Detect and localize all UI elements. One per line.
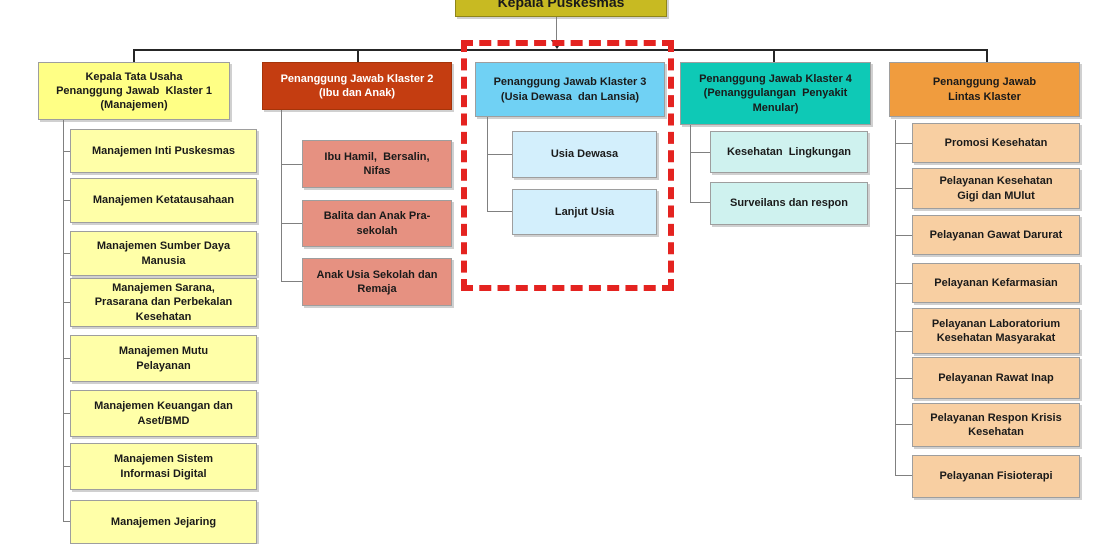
connector-line [895, 143, 912, 144]
org-node: Lanjut Usia [512, 189, 657, 235]
connector-line [63, 358, 70, 359]
cluster-header-label: Penanggung Jawab Klaster 2 (Ibu dan Anak… [280, 72, 434, 99]
org-node-label: Manajemen Sarana, Prasarana dan Perbekal… [94, 282, 233, 323]
org-node: Pelayanan Kefarmasian [912, 263, 1080, 303]
org-node: Manajemen Jejaring [70, 500, 257, 544]
connector-line [133, 49, 135, 62]
org-node-label: Pelayanan Laboratorium Kesehatan Masyara… [931, 317, 1061, 344]
org-node: Promosi Kesehatan [912, 123, 1080, 163]
org-node: Kesehatan Lingkungan [710, 131, 868, 173]
cluster-header-klaster-3: Penanggung Jawab Klaster 3 (Usia Dewasa … [475, 62, 665, 117]
org-node: Manajemen Inti Puskesmas [70, 129, 257, 173]
connector-line [895, 283, 912, 284]
org-node: Usia Dewasa [512, 131, 657, 178]
connector-line [63, 253, 70, 254]
org-node-label: Manajemen Mutu Pelayanan [118, 345, 209, 372]
org-node-label: Manajemen Ketatausahaan [92, 194, 235, 207]
highlight-dashed-border [461, 40, 674, 291]
org-node-label: Manajemen Inti Puskesmas [91, 144, 236, 157]
connector-line [487, 117, 488, 212]
org-node-label: Manajemen Sumber Daya Manusia [96, 240, 231, 267]
connector-line [895, 331, 912, 332]
connector-line [281, 110, 282, 282]
connector-line [773, 49, 775, 62]
cluster-header-klaster-1: Kepala Tata Usaha Penanggung Jawab Klast… [38, 62, 230, 120]
org-node-label: Pelayanan Kesehatan Gigi dan MUlut [939, 175, 1053, 202]
org-node-label: Pelayanan Kefarmasian [934, 276, 1058, 289]
connector-line [63, 521, 70, 522]
cluster-header-label: Kepala Tata Usaha Penanggung Jawab Klast… [56, 70, 212, 112]
org-node: Pelayanan Laboratorium Kesehatan Masyara… [912, 308, 1080, 354]
connector-line [487, 211, 512, 212]
connector-line [690, 202, 710, 203]
org-node: Manajemen Mutu Pelayanan [70, 335, 257, 382]
org-node-label: Manajemen Jejaring [110, 515, 217, 528]
connector-line [690, 125, 691, 203]
connector-line [357, 49, 359, 62]
connector-line [556, 17, 557, 41]
org-node: Balita dan Anak Pra- sekolah [302, 200, 452, 247]
connector-line [895, 424, 912, 425]
org-node: Pelayanan Gawat Darurat [912, 215, 1080, 255]
connector-line [281, 281, 302, 282]
org-node-label: Pelayanan Gawat Darurat [929, 228, 1063, 241]
org-node-label: Lanjut Usia [554, 205, 615, 218]
org-node: Manajemen Keuangan dan Aset/BMD [70, 390, 257, 437]
connector-line [63, 120, 64, 522]
org-node-label: Promosi Kesehatan [944, 136, 1048, 149]
connector-line [63, 466, 70, 467]
cluster-header-klaster-2: Penanggung Jawab Klaster 2 (Ibu dan Anak… [262, 62, 452, 110]
connector-line [487, 154, 512, 155]
root-node-label: Kepala Puskesmas [497, 0, 625, 10]
connector-line [63, 413, 70, 414]
org-node-label: Anak Usia Sekolah dan Remaja [316, 268, 438, 295]
org-node-label: Surveilans dan respon [730, 197, 848, 210]
connector-line [63, 151, 70, 152]
org-node-label: Pelayanan Rawat Inap [938, 371, 1054, 384]
org-node-label: Usia Dewasa [550, 148, 619, 161]
cluster-header-klaster-4: Penanggung Jawab Klaster 4 (Penanggulang… [680, 62, 871, 125]
connector-line [895, 120, 896, 476]
org-node: Ibu Hamil, Bersalin, Nifas [302, 140, 452, 188]
org-node-label: Balita dan Anak Pra- sekolah [323, 210, 431, 237]
connector-line [63, 302, 70, 303]
cluster-header-lintas-klaster: Penanggung Jawab Lintas Klaster [889, 62, 1080, 117]
org-node-label: Ibu Hamil, Bersalin, Nifas [324, 150, 430, 177]
connector-line [133, 49, 987, 51]
connector-line [63, 200, 70, 201]
cluster-header-label: Penanggung Jawab Klaster 4 (Penanggulang… [699, 73, 852, 114]
connector-line [895, 188, 912, 189]
connector-line [690, 152, 710, 153]
org-node-label: Manajemen Keuangan dan Aset/BMD [94, 400, 233, 427]
connector-line [986, 49, 988, 62]
org-node: Pelayanan Rawat Inap [912, 357, 1080, 399]
connector-line [895, 475, 912, 476]
root-node-kepala-puskesmas: Kepala Puskesmas [455, 0, 667, 17]
connector-line [895, 378, 912, 379]
cluster-header-label: Penanggung Jawab Klaster 3 (Usia Dewasa … [493, 76, 647, 103]
org-node-label: Pelayanan Respon Krisis Kesehatan [930, 411, 1062, 438]
org-node: Surveilans dan respon [710, 182, 868, 225]
org-node-label: Manajemen Sistem Informasi Digital [113, 453, 214, 480]
org-node: Anak Usia Sekolah dan Remaja [302, 258, 452, 306]
org-node: Manajemen Ketatausahaan [70, 178, 257, 223]
org-node: Manajemen Sumber Daya Manusia [70, 231, 257, 276]
org-node: Pelayanan Kesehatan Gigi dan MUlut [912, 168, 1080, 209]
org-node-label: Kesehatan Lingkungan [726, 145, 852, 158]
connector-line [281, 164, 302, 165]
org-node-label: Pelayanan Fisioterapi [939, 470, 1053, 483]
connector-line [281, 223, 302, 224]
org-node: Pelayanan Respon Krisis Kesehatan [912, 403, 1080, 447]
org-node: Pelayanan Fisioterapi [912, 455, 1080, 498]
org-node: Manajemen Sistem Informasi Digital [70, 443, 257, 490]
org-node: Manajemen Sarana, Prasarana dan Perbekal… [70, 278, 257, 327]
cluster-header-label: Penanggung Jawab Lintas Klaster [932, 76, 1037, 103]
connector-line [895, 235, 912, 236]
